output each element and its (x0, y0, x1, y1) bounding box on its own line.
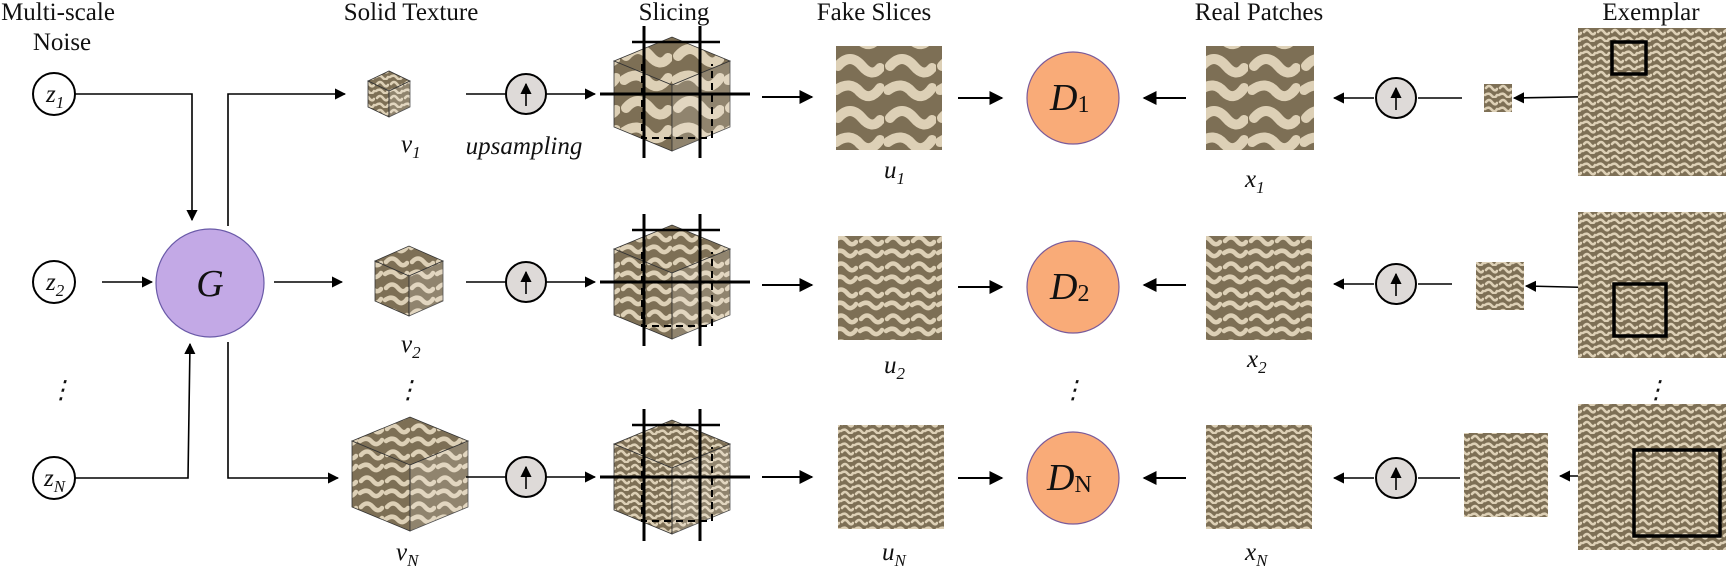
ellipsis-volumes: ⋮ (396, 377, 421, 404)
exemplar-1 (1578, 28, 1726, 176)
exemplar-crop-n (1464, 433, 1548, 517)
ellipsis-noise: ⋮ (49, 377, 74, 404)
real-patch-n (1206, 425, 1312, 529)
discriminator-n: DN (1026, 431, 1120, 525)
ellipsis-exemplars: ⋮ (1644, 377, 1669, 404)
noise-subscript: N (53, 477, 67, 496)
slicing-cube-n (600, 409, 750, 541)
svg-text:z2: z2 (45, 269, 65, 300)
arrow-g-to-v1 (227, 88, 347, 226)
upsample-operator-n (505, 456, 547, 498)
header-noise-line2: Noise (33, 29, 91, 56)
volume-label-2: v2 (401, 331, 421, 362)
header-real-patches: Real Patches (1195, 0, 1323, 26)
fake-label-1: u1 (884, 157, 905, 188)
noise-symbol: z (45, 81, 56, 108)
fake-label-2: u2 (884, 352, 906, 383)
discriminator-2: D2 (1026, 240, 1120, 334)
upsample-operator-right-1 (1375, 77, 1417, 119)
noise-subscript: 1 (56, 93, 65, 112)
exemplar-n (1578, 404, 1726, 550)
exemplar-crop-2 (1476, 262, 1524, 310)
arrow-z1-to-g (75, 93, 198, 222)
ellipsis-discriminators: ⋮ (1061, 377, 1086, 404)
svg-text:z1: z1 (45, 81, 64, 112)
noise-node-1: z1 (32, 72, 76, 116)
discriminator-1: D1 (1026, 51, 1120, 145)
header-noise-line1: Multi-scale (1, 0, 115, 26)
solid-texture-cube-n (350, 416, 470, 532)
noise-symbol: z (45, 269, 56, 296)
header-solid-texture: Solid Texture (344, 0, 479, 26)
noise-node-n: zN (32, 456, 76, 500)
fake-slice-1 (836, 46, 942, 150)
real-patch-1 (1206, 46, 1314, 150)
real-label-2: x2 (1246, 346, 1267, 377)
svg-text:zN: zN (43, 465, 67, 496)
upsample-operator-1 (505, 73, 547, 115)
real-label-1: x1 (1244, 166, 1265, 197)
solid-texture-cube-2 (374, 245, 444, 317)
upsampling-label: upsampling (466, 133, 583, 160)
arrow-g-to-vn (227, 342, 340, 484)
noise-subscript: 2 (56, 281, 65, 300)
exemplar-2 (1578, 212, 1726, 358)
svg-text:D1: D1 (1049, 77, 1089, 119)
noise-node-2: z2 (32, 260, 76, 304)
generator-label: G (196, 263, 223, 305)
solid-texture-cube-1 (367, 70, 411, 118)
svg-text:D2: D2 (1049, 266, 1089, 308)
upsample-operator-2 (505, 261, 547, 303)
fake-slice-2 (838, 236, 942, 340)
upsample-operator-right-n (1375, 457, 1417, 499)
slicing-cube-1 (600, 26, 750, 158)
exemplar-crop-1 (1484, 84, 1512, 112)
slicing-cube-2 (600, 214, 750, 346)
fake-slice-n (838, 425, 944, 529)
svg-text:DN: DN (1046, 457, 1092, 499)
upsample-operator-right-2 (1375, 263, 1417, 305)
header-exemplar: Exemplar (1602, 0, 1700, 26)
arrow-zn-to-g (75, 342, 196, 479)
fake-label-n: uN (882, 539, 908, 569)
volume-label-n: vN (396, 539, 420, 569)
header-slicing: Slicing (639, 0, 710, 26)
volume-label-1: v1 (401, 131, 421, 162)
generator-node: G (155, 228, 265, 338)
noise-symbol: z (43, 465, 54, 492)
real-patch-2 (1206, 236, 1312, 340)
real-label-n: xN (1244, 539, 1269, 569)
header-fake-slices: Fake Slices (817, 0, 932, 26)
